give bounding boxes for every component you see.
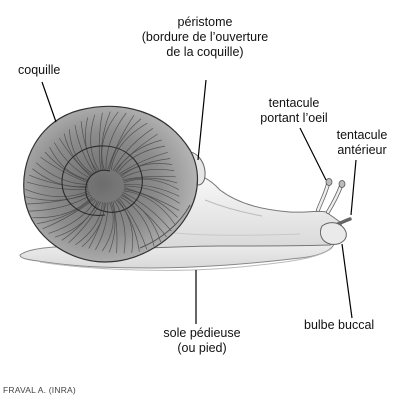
shell-rib [112, 128, 154, 171]
shell-rib [25, 191, 90, 201]
shell-rib [35, 162, 89, 185]
shell-rib [95, 202, 109, 251]
label-tentacule-oeil: tentacule portant l’oeil [244, 96, 344, 126]
label-tentacule-anterieur: tentacule antérieur [324, 128, 400, 158]
shell-rib [123, 185, 180, 204]
shell-rib [29, 174, 89, 188]
shell-rib [88, 202, 107, 249]
shell-rib [49, 146, 90, 181]
shell-rib [42, 198, 95, 230]
upper-tentacles [316, 178, 346, 214]
shell-rib [120, 163, 173, 178]
shell-rib [101, 111, 119, 170]
label-tentacule-oeil-line2: portant l’oeil [260, 111, 328, 125]
shell-rib [123, 188, 178, 218]
shell-rib [122, 175, 176, 181]
shell-rib [53, 142, 91, 179]
shell-rib [123, 178, 179, 190]
shell-rib [105, 112, 127, 170]
shell-rib [61, 201, 100, 241]
shell-rib [118, 197, 148, 250]
shell-rib [81, 202, 105, 248]
leader-coquille [41, 81, 57, 123]
shell-rib [117, 145, 166, 174]
label-peristome: péristome (bordure de l’ouverture de la … [126, 15, 284, 60]
leader-tentacule-anterieur [350, 159, 357, 216]
label-peristome-line2: (bordure de l’ouverture [141, 30, 269, 44]
leader-tentacule-oeil [299, 127, 327, 181]
shell-rib [54, 200, 98, 238]
leader-lines [41, 79, 357, 324]
label-peristome-line1: péristome [177, 15, 233, 29]
shell-rib [25, 188, 89, 198]
shell-rib [112, 201, 118, 254]
shell-rib [90, 114, 100, 171]
shell-rib [117, 198, 140, 252]
buccal-bulb [319, 222, 347, 245]
shell-rib [115, 139, 162, 173]
shell-rib [120, 194, 162, 243]
shell-rib [63, 133, 93, 176]
shell-rib [107, 115, 135, 170]
shell-rib [28, 194, 92, 212]
shell-rib [58, 137, 92, 178]
label-tentacule-oeil-line1: tentacule [268, 96, 320, 110]
shell-rib [122, 191, 172, 232]
shell-rib [114, 200, 126, 254]
shell-rib [121, 168, 175, 179]
shell-rib [109, 118, 142, 170]
shell-rib [44, 151, 89, 182]
label-tentacule-anterieur-line1: tentacule [336, 128, 388, 142]
shell-rib [101, 111, 111, 170]
shell-rib [123, 183, 180, 197]
label-peristome-line3: de la coquille) [166, 45, 244, 59]
shell-rib [101, 202, 114, 252]
leader-bulbe-buccal [341, 243, 353, 319]
label-coquille-text: coquille [18, 63, 61, 77]
shell-rib [32, 168, 89, 188]
shell-rib [69, 129, 94, 175]
shell-rib [108, 201, 116, 253]
image-credit: FRAVAL A. (INRA) [3, 385, 76, 395]
shell-rib [114, 133, 158, 172]
shell-rib [123, 187, 180, 211]
shell-rib [119, 158, 171, 176]
label-bulbe-buccal: bulbe buccal [304, 318, 374, 333]
shell-rib [118, 151, 168, 175]
shell [23, 105, 199, 263]
shell-rib [110, 122, 148, 171]
shell-rib [48, 199, 97, 234]
label-coquille: coquille [18, 63, 60, 78]
shell-rib [98, 112, 103, 171]
shell-rib [68, 201, 102, 244]
label-sole-pedieuse-line2: (ou pied) [177, 341, 227, 355]
label-sole-pedieuse-line1: sole pédieuse [163, 326, 241, 340]
shell-rib [75, 202, 103, 246]
label-tentacule-anterieur-line2: antérieur [337, 143, 387, 157]
leader-peristome [197, 79, 207, 161]
shell-rib [26, 193, 91, 205]
lower-tentacle [336, 217, 352, 226]
shell-rib [26, 181, 89, 190]
shell-rib [119, 196, 155, 247]
shell-rib [123, 190, 176, 225]
shell-rib [123, 177, 178, 184]
shell-rib [115, 199, 133, 254]
shell-rib [121, 193, 167, 238]
label-bulbe-buccal-text: bulbe buccal [304, 318, 375, 332]
shell-rib [85, 117, 98, 172]
label-sole-pedieuse: sole pédieuse (ou pied) [132, 326, 272, 356]
